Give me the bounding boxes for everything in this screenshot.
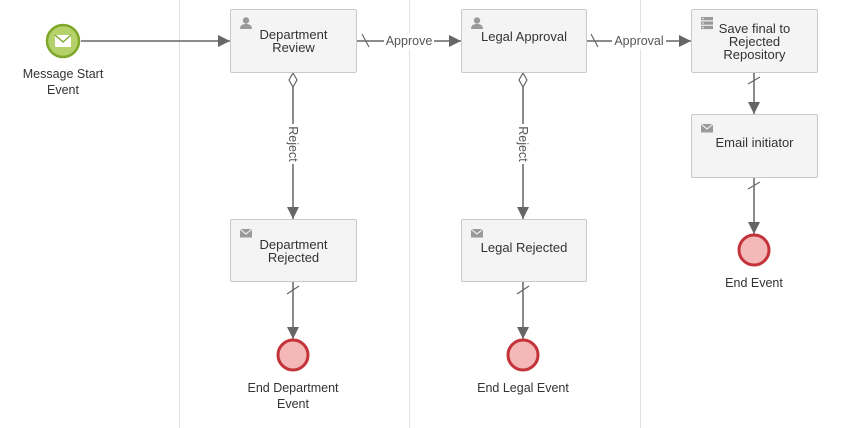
task-department-review[interactable]: Department Review <box>230 9 357 73</box>
task-department-rejected[interactable]: Department Rejected <box>230 219 357 282</box>
message-start-event[interactable] <box>45 23 81 59</box>
mail-icon <box>700 123 714 133</box>
sequence-flow-reject-department[interactable]: Reject <box>285 71 301 219</box>
task-label: Legal Approval <box>480 28 567 44</box>
end-department-event[interactable] <box>276 338 310 372</box>
task-email-initiator[interactable]: Email initiator <box>691 114 818 178</box>
envelope-icon <box>54 34 72 47</box>
start-event-label: Message Start Event <box>22 67 104 97</box>
end-event-label: End Event <box>725 276 783 290</box>
end-legal-event[interactable] <box>506 338 540 372</box>
sequence-flow-approval[interactable]: Approval <box>587 33 691 49</box>
flow-label-approval: Approval <box>614 34 663 48</box>
service-icon <box>701 17 713 30</box>
task-legal-rejected[interactable]: Legal Rejected <box>461 219 587 282</box>
sequence-flow-legal-rejected-to-end[interactable] <box>516 282 530 339</box>
task-label: Legal Rejected <box>480 240 568 255</box>
sequence-flow-reject-legal[interactable]: Reject <box>515 71 531 219</box>
task-save-final[interactable]: Save final to Rejected Repository <box>691 9 818 73</box>
sequence-flow-approve[interactable]: Approve <box>357 33 461 49</box>
task-label: Email initiator <box>715 134 794 150</box>
user-icon <box>471 17 483 29</box>
task-label: Save final to Rejected Repository <box>718 20 791 62</box>
mail-icon <box>470 228 484 238</box>
flow-label-approve: Approve <box>386 34 433 48</box>
task-legal-approval[interactable]: Legal Approval <box>461 9 587 73</box>
end-legal-event-label: End Legal Event <box>477 381 569 395</box>
sequence-flow-department-rejected-to-end[interactable] <box>286 282 300 339</box>
lane-divider <box>179 0 180 428</box>
end-department-event-label: End Department Event <box>247 381 339 411</box>
flow-label-reject-legal: Reject <box>516 126 530 162</box>
end-event[interactable] <box>737 233 771 267</box>
lane-divider <box>409 0 410 428</box>
lane-divider <box>640 0 641 428</box>
sequence-flow-save-to-email[interactable] <box>747 73 761 114</box>
user-icon <box>240 17 252 29</box>
task-label: Department Review <box>259 27 328 55</box>
sequence-flow-email-to-end[interactable] <box>747 178 761 234</box>
mail-icon <box>239 228 253 238</box>
task-label: Department Rejected <box>259 236 328 265</box>
flow-label-reject-department: Reject <box>286 126 300 162</box>
